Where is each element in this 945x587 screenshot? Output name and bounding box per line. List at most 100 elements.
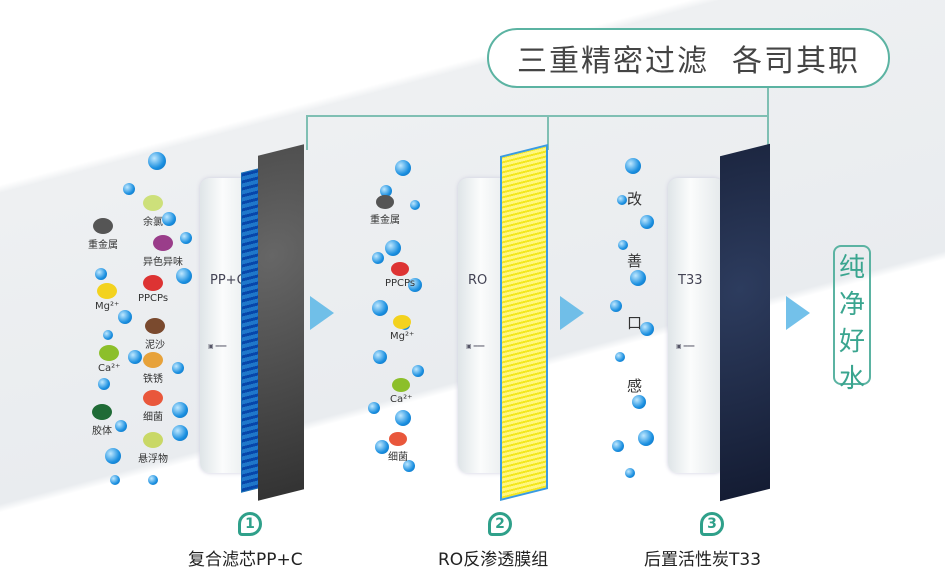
impurity-6: Ca²⁺: [98, 345, 120, 374]
impurity-label: 重金属: [370, 215, 400, 226]
impurity-stage2-1: PPCPs: [385, 262, 415, 289]
cartridge-name: PP+C: [210, 273, 246, 288]
water-bubble: [638, 430, 654, 446]
cartridge-name: RO: [468, 273, 488, 288]
water-bubble: [412, 365, 424, 377]
arrow-right-icon: [310, 296, 334, 330]
connector-line: [306, 115, 769, 117]
step-number-1: 1: [238, 512, 262, 536]
water-bubble: [110, 475, 120, 485]
water-bubble: [118, 310, 132, 324]
impurity-label: Ca²⁺: [390, 394, 413, 405]
impurity-label: 异色异味: [143, 257, 183, 268]
arrow-right-icon: [560, 296, 584, 330]
water-bubble: [103, 330, 113, 340]
result-char: 净: [838, 290, 865, 320]
impurity-stage2-2: Mg²⁺: [390, 315, 414, 342]
water-bubble: [395, 160, 411, 176]
step-label-2: RO反渗透膜组: [438, 550, 549, 570]
arrow-right-icon: [786, 296, 810, 330]
impurity-label: 铁锈: [143, 374, 163, 385]
brand-logo: ▣ ━━━: [676, 343, 695, 350]
activated-carbon-layer: [720, 143, 770, 502]
impurity-icon: [93, 218, 113, 234]
water-bubble: [128, 350, 142, 364]
cartridge-name: T33: [678, 273, 703, 288]
water-bubble: [403, 460, 415, 472]
water-bubble: [123, 183, 135, 195]
water-bubble: [630, 270, 646, 286]
impurity-stage2-3: Ca²⁺: [390, 378, 412, 405]
brand-logo: ▣ ━━━: [208, 343, 227, 350]
water-bubble: [410, 200, 420, 210]
impurity-3: Mg²⁺: [95, 283, 119, 312]
connector-line: [306, 115, 308, 150]
impurity-icon: [143, 432, 163, 448]
impurity-label: PPCPs: [138, 293, 169, 304]
water-bubble: [617, 195, 627, 205]
connector-line: [767, 88, 769, 116]
water-bubble: [172, 425, 188, 441]
step-label-1: 复合滤芯PP+C: [188, 550, 303, 570]
water-bubble: [408, 278, 422, 292]
page-title: 三重精密过滤 各司其职: [487, 28, 890, 88]
result-pure-water: 纯净好水: [833, 245, 871, 394]
impurity-0: 余氯: [143, 195, 163, 228]
impurity-10: 悬浮物: [138, 432, 168, 465]
impurity-4: PPCPs: [138, 275, 168, 304]
impurity-9: 细菌: [143, 390, 163, 423]
ro-membrane-layer: [500, 144, 548, 501]
impurity-stage2-0: 重金属: [370, 195, 400, 226]
impurity-label: 细菌: [388, 452, 408, 463]
water-bubble: [385, 240, 401, 256]
impurity-stage2-4: 细菌: [388, 432, 408, 463]
improve-taste-char: 善: [627, 252, 643, 270]
water-bubble: [640, 215, 654, 229]
impurity-label: PPCPs: [385, 278, 416, 289]
impurity-label: 重金属: [88, 240, 118, 251]
water-bubble: [105, 448, 121, 464]
impurity-icon: [97, 283, 118, 299]
impurity-label: Mg²⁺: [95, 301, 120, 312]
water-bubble: [180, 232, 192, 244]
improve-taste-char: 口: [627, 314, 643, 332]
brand-logo: ▣ ━━━: [466, 343, 485, 350]
water-bubble: [612, 440, 624, 452]
step-number-2: 2: [488, 512, 512, 536]
water-bubble: [148, 152, 166, 170]
impurity-label: 余氯: [143, 217, 163, 228]
impurity-icon: [143, 390, 163, 406]
result-char: 水: [838, 364, 865, 394]
water-bubble: [632, 395, 646, 409]
water-bubble: [115, 420, 127, 432]
water-bubble: [372, 252, 384, 264]
impurity-icon: [143, 275, 164, 291]
water-bubble: [172, 402, 188, 418]
impurity-label: 泥沙: [145, 340, 165, 351]
impurity-5: 泥沙: [145, 318, 165, 351]
water-bubble: [176, 268, 192, 284]
impurity-label: 悬浮物: [138, 454, 168, 465]
impurity-1: 重金属: [88, 218, 118, 251]
result-char: 好: [838, 327, 865, 357]
water-bubble: [380, 185, 392, 197]
impurity-icon: [145, 318, 165, 334]
impurity-label: Ca²⁺: [98, 363, 121, 374]
impurity-7: 铁锈: [143, 352, 163, 385]
water-bubble: [375, 440, 389, 454]
water-bubble: [148, 475, 158, 485]
step-number-3: 3: [700, 512, 724, 536]
impurity-icon: [393, 315, 412, 329]
water-bubble: [625, 158, 641, 174]
impurity-icon: [391, 262, 410, 276]
impurity-icon: [392, 378, 411, 392]
water-bubble: [618, 240, 628, 250]
impurity-label: 胶体: [92, 426, 112, 437]
impurity-icon: [99, 345, 120, 361]
water-bubble: [395, 410, 411, 426]
result-char: 纯: [838, 253, 865, 283]
improve-taste-char: 感: [627, 377, 643, 395]
connector-line: [547, 115, 549, 150]
improve-taste-char: 改: [627, 190, 643, 208]
impurity-icon: [92, 404, 112, 420]
